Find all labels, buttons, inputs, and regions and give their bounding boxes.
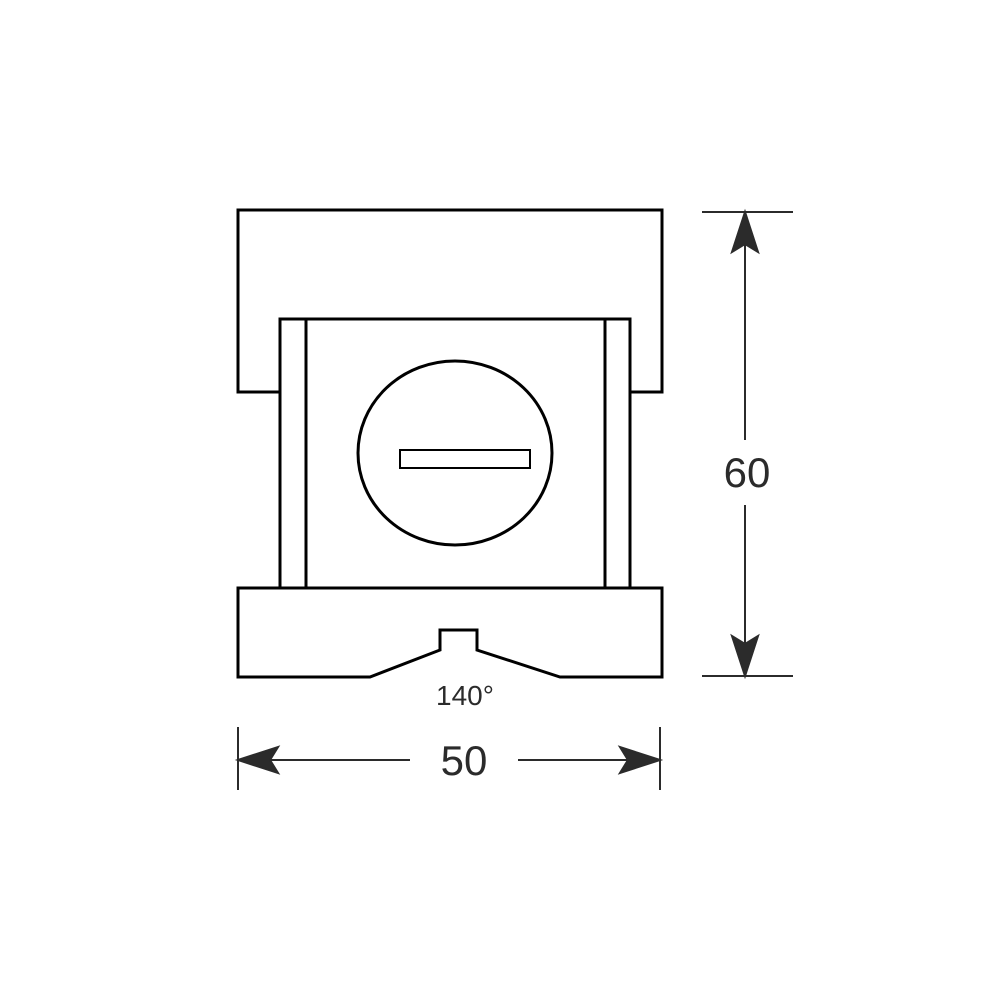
screw-slot (399, 449, 531, 469)
height-label: 60 (724, 449, 771, 496)
part-outline (236, 208, 664, 679)
base-block-with-notch (236, 586, 664, 679)
height-dimension (702, 208, 793, 680)
width-label: 50 (441, 737, 488, 784)
arrow-right-icon (617, 745, 664, 775)
arrow-down-icon (730, 633, 760, 680)
arrow-up-icon (730, 208, 760, 255)
width-dimension (234, 727, 664, 790)
angle-label: 140° (436, 680, 494, 711)
arrow-left-icon (234, 745, 281, 775)
